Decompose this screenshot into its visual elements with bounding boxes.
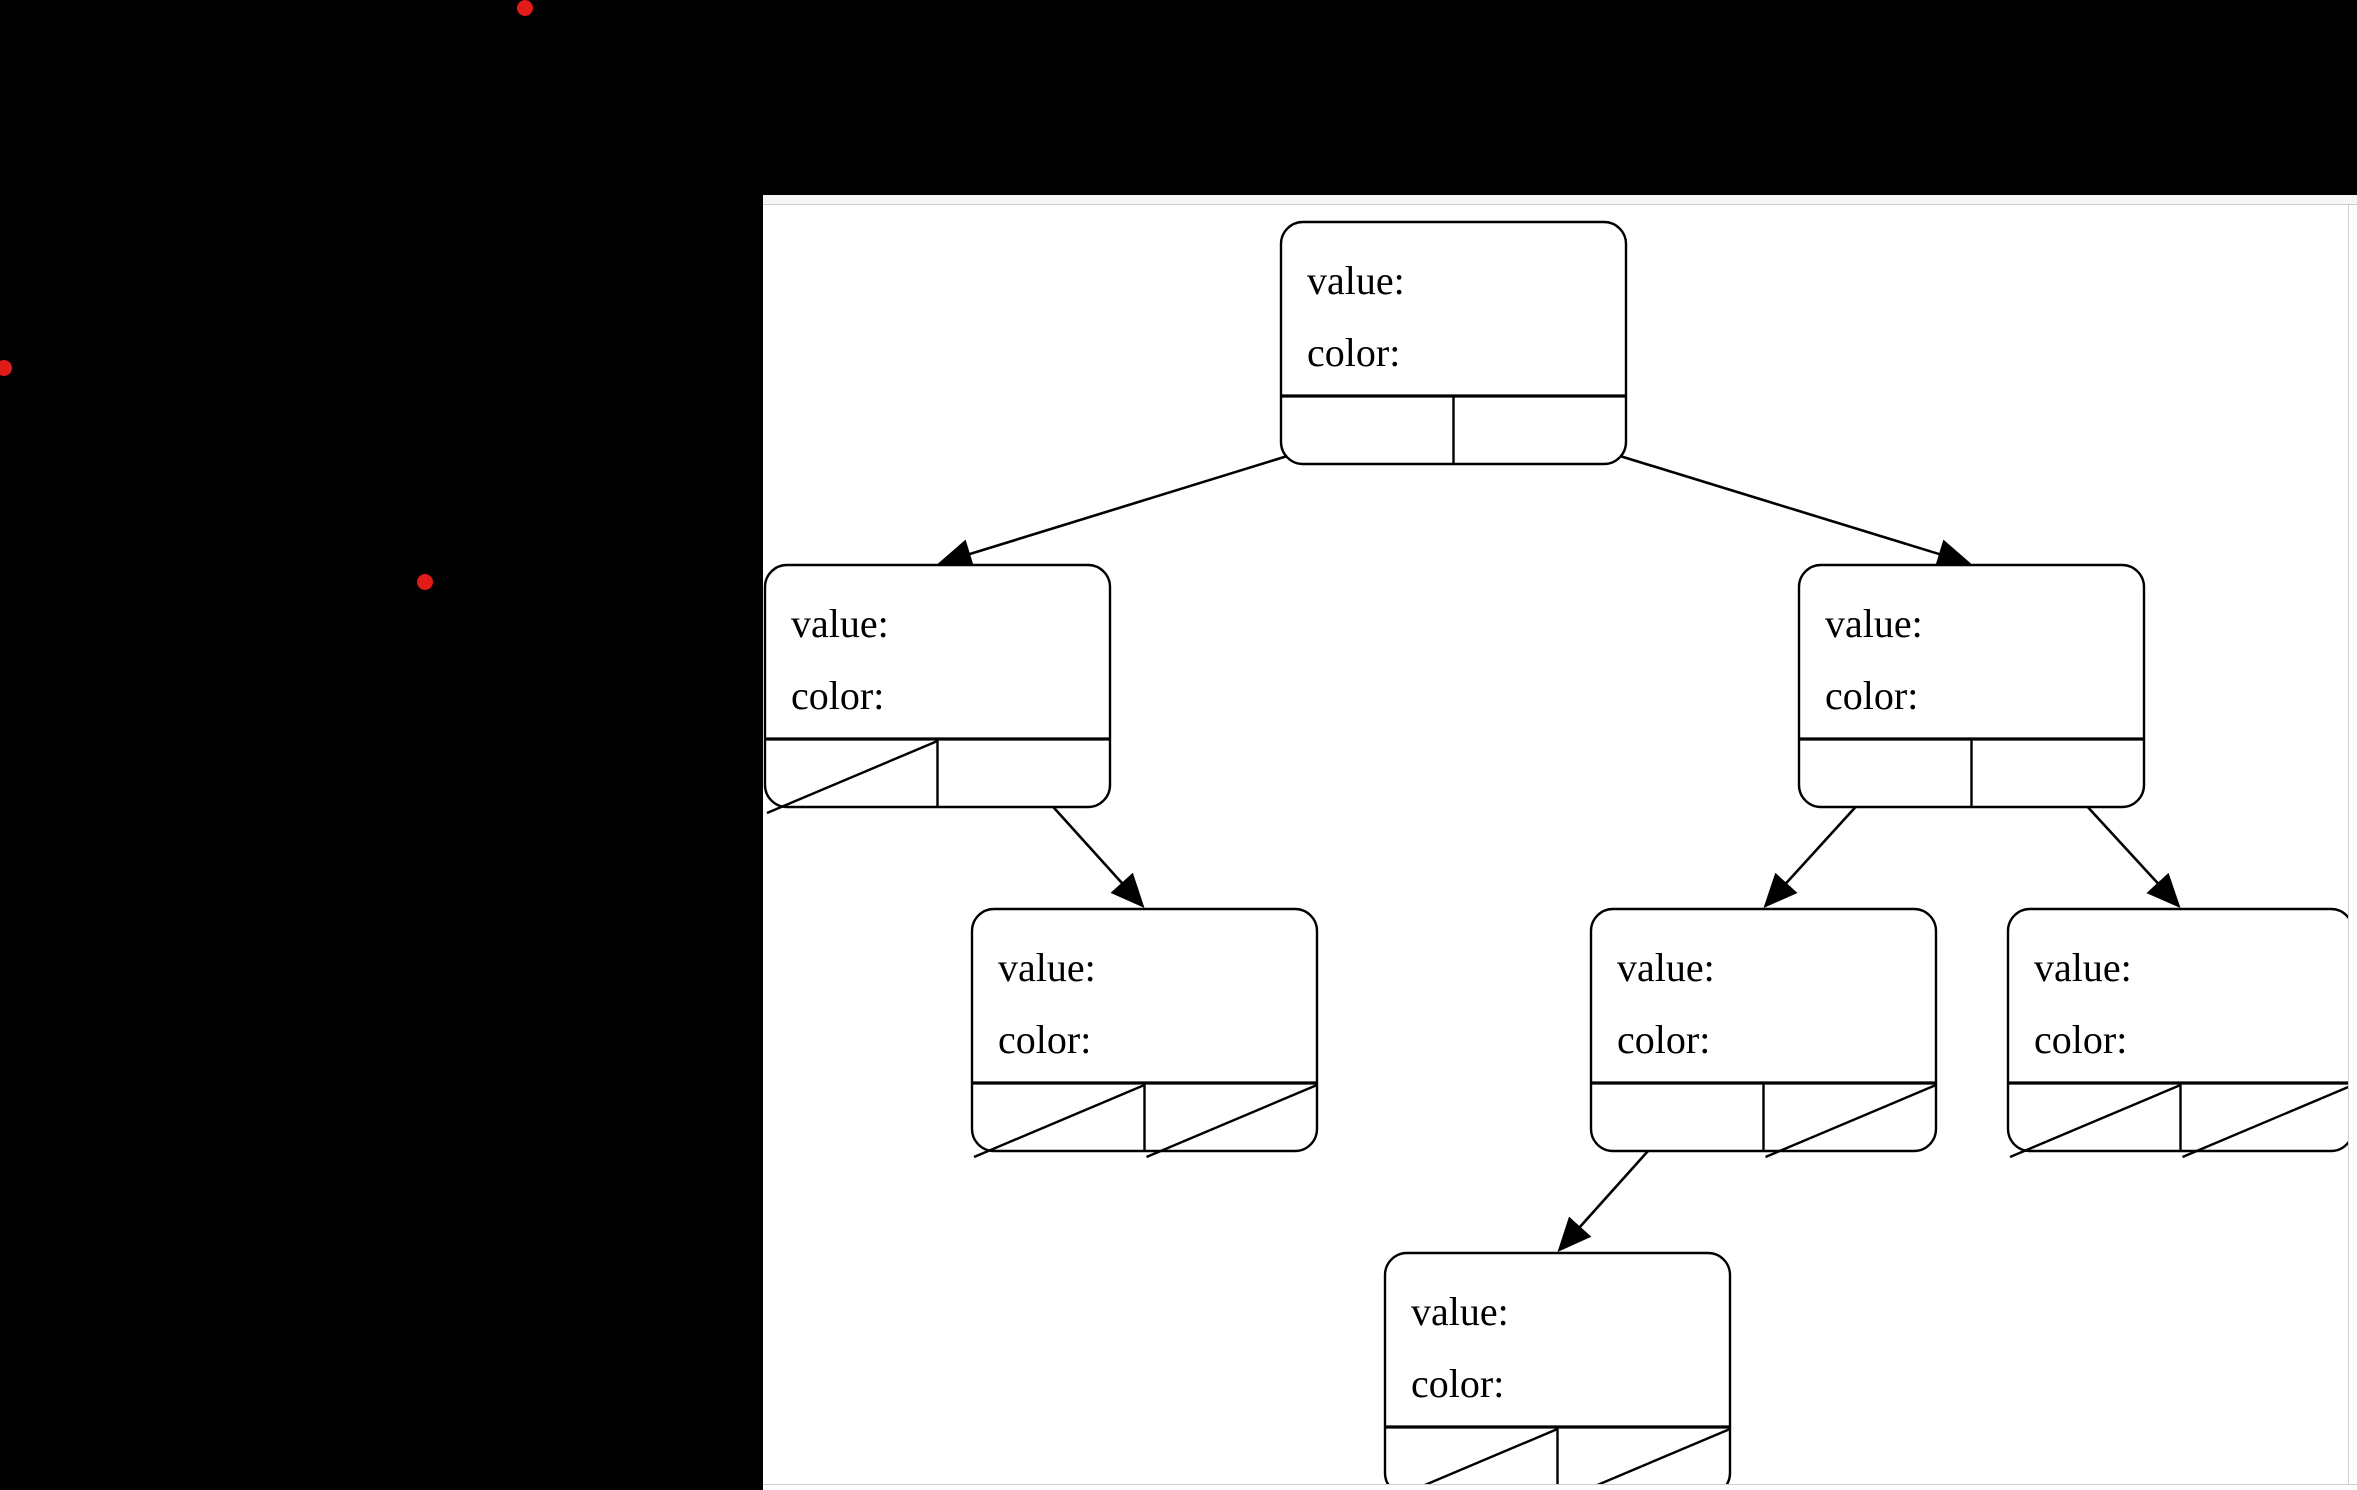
document-viewer-panel[interactable]: value:color:value:color:value:color:valu… (763, 195, 2357, 1490)
vertical-scrollbar[interactable] (2348, 205, 2357, 1490)
viewer-canvas[interactable]: value:color:value:color:value:color:valu… (763, 205, 2357, 1490)
edge-arrowhead (937, 539, 975, 569)
node-value-label: value: (791, 601, 889, 646)
tree-node-right-left-grandchild: value: color: (1589, 907, 1938, 1159)
node-outline (1383, 1251, 1732, 1490)
horizontal-scrollbar[interactable] (763, 1484, 2357, 1490)
left-pointer-null-slash (766, 739, 938, 815)
edge-arrowhead (1763, 872, 1798, 908)
node-layer: value:color:value:color:value:color:valu… (763, 220, 2355, 1490)
left-pointer-null-slash (973, 1083, 1145, 1159)
binary-tree-diagram: value:color:value:color:value:color:valu… (763, 220, 2355, 1490)
edge-arrowhead (1110, 872, 1145, 908)
node-value-label: value: (1825, 601, 1923, 646)
right-pointer-null-slash (2182, 1083, 2354, 1159)
edge-arrowhead (1557, 1216, 1592, 1252)
tree-node-left-child: value: color: (763, 563, 1112, 815)
viewer-toolbar[interactable] (763, 195, 2357, 205)
marker-dot-1 (517, 0, 533, 16)
tree-node-left-right-grandchild: value: color: (970, 907, 1319, 1159)
edge-arrowhead (1934, 539, 1972, 569)
node-value-label: value: (1307, 258, 1405, 303)
left-pointer-null-slash (2009, 1083, 2181, 1159)
node-color-label: color: (998, 1017, 1091, 1062)
node-value-label: value: (1411, 1289, 1509, 1334)
right-pointer-null-slash (1765, 1083, 1937, 1159)
node-color-label: color: (1411, 1361, 1504, 1406)
marker-dot-2 (0, 360, 12, 376)
tree-node-root: value: color: (1279, 220, 1628, 466)
node-color-label: color: (1617, 1017, 1710, 1062)
edge-arrowhead (2146, 872, 2181, 908)
node-color-label: color: (1825, 673, 1918, 718)
tree-node-right-child: value: color: (1797, 563, 2146, 809)
node-value-label: value: (2034, 945, 2132, 990)
node-color-label: color: (791, 673, 884, 718)
right-pointer-null-slash (1146, 1083, 1318, 1159)
marker-dot-3 (417, 574, 433, 590)
node-value-label: value: (998, 945, 1096, 990)
node-value-label: value: (1617, 945, 1715, 990)
tree-node-deep-leaf: value: color: (1383, 1251, 1732, 1490)
node-color-label: color: (2034, 1017, 2127, 1062)
tree-node-right-right-grandchild: value: color: (2006, 907, 2355, 1159)
node-color-label: color: (1307, 330, 1400, 375)
